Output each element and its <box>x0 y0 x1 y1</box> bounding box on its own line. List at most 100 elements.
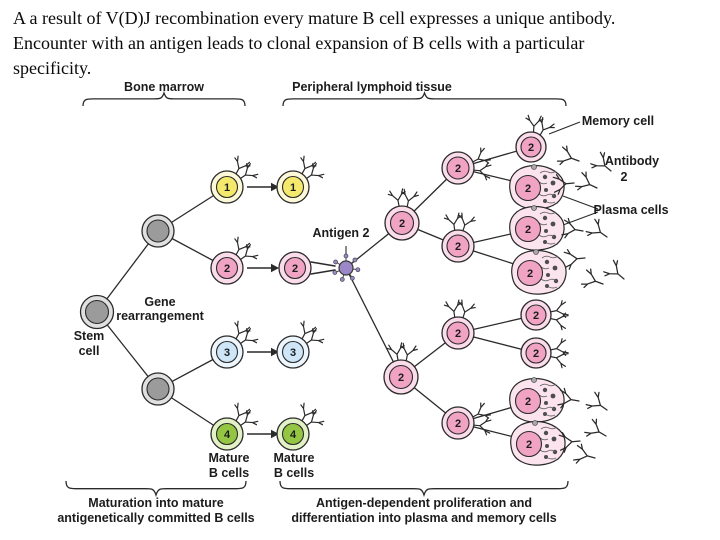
plasma-cells-label: Plasma cells <box>593 203 668 217</box>
cell-b3-immature: 3 <box>210 320 259 369</box>
granule-icon <box>543 240 547 244</box>
b-cell-receptor-icon <box>458 212 476 233</box>
antigen-spike-tip <box>339 277 345 282</box>
b-cell-receptor-icon <box>239 410 259 427</box>
cell-number: 3 <box>290 347 296 359</box>
cell-proliferating-3: 2 <box>441 299 476 350</box>
antibody-icon <box>584 418 607 437</box>
antigen-spike-tip <box>355 267 361 273</box>
plasma-nucleus <box>514 387 542 415</box>
cell-number: 2 <box>525 396 531 408</box>
cell-number: 4 <box>290 429 297 441</box>
er-squiggle-icon <box>539 170 557 174</box>
b-cell-receptor-icon <box>458 299 476 320</box>
er-squiggle-icon <box>547 457 557 460</box>
er-squiggle-icon <box>546 414 556 417</box>
antibody-icon <box>552 174 575 195</box>
stem-cell-label-line1: Stem <box>74 329 105 343</box>
antibody-icon <box>585 218 608 238</box>
cell-b4-immature: 4 <box>210 402 259 451</box>
cell-number: 4 <box>224 429 231 441</box>
cell-memory-cell-1: 2 <box>515 114 555 163</box>
granule-icon <box>543 412 547 416</box>
cell-number: 2 <box>224 263 230 275</box>
mature-b-cells-2-line2: B cells <box>274 466 314 480</box>
b-cell-receptor-icon <box>472 162 492 181</box>
cell-number: 2 <box>455 418 461 430</box>
b-cell-receptor-icon <box>549 338 569 356</box>
b-cell-receptor-icon <box>401 188 419 209</box>
granule-icon <box>545 284 549 288</box>
cell-b4-mature: 4 <box>276 402 325 451</box>
cell-inner <box>281 340 305 364</box>
er-squiggle-icon <box>546 242 556 245</box>
granule-icon <box>552 265 558 271</box>
b-cell-receptor-icon <box>386 342 405 362</box>
er-squiggle-icon <box>540 426 558 430</box>
antigen-spike-tip <box>343 253 349 259</box>
cell-b2-mature: 2 <box>278 251 312 285</box>
cell-proliferating-4: 2 <box>441 402 492 440</box>
b-cell-receptor-icon <box>400 342 418 363</box>
antigen-spike-tip <box>350 275 355 281</box>
cell-proliferating-2: 2 <box>441 212 476 263</box>
cell-b1-immature: 1 <box>210 155 259 204</box>
memory-cell-label: Memory cell <box>582 114 654 128</box>
b-cell-receptor-icon <box>239 328 259 345</box>
b-cell-receptor-icon <box>234 402 251 423</box>
granule-icon <box>550 180 556 186</box>
antibody-icon <box>590 151 612 172</box>
slide-text-line2: Encounter with an antigen leads to clona… <box>13 33 585 53</box>
er-squiggle-icon <box>539 383 557 387</box>
cell-inner <box>146 219 170 243</box>
cell-number: 2 <box>533 348 539 360</box>
granule-icon <box>544 259 550 265</box>
granule-icon <box>550 221 556 227</box>
bone-marrow-brace <box>82 90 246 107</box>
antigen-dependent-brace <box>279 480 569 498</box>
cell-inner <box>84 299 110 325</box>
cell-number: 2 <box>528 142 534 154</box>
cell-inner <box>446 411 470 435</box>
b-cell-receptor-icon <box>300 402 317 423</box>
granule-icon <box>545 444 549 448</box>
cell-inner <box>215 256 239 280</box>
antibody-icon <box>574 171 598 191</box>
granule-icon <box>531 377 537 383</box>
peripheral-lymphoid-label: Peripheral lymphoid tissue <box>292 80 452 94</box>
b-cell-receptor-icon <box>239 163 259 180</box>
granule-icon <box>546 273 550 277</box>
antibody-icon <box>580 268 604 289</box>
b-cell-receptor-icon <box>471 147 492 164</box>
b-cell-receptor-icon <box>234 320 251 341</box>
granule-icon <box>544 401 548 405</box>
plasma-nucleus <box>516 259 544 287</box>
antibody-icon <box>585 391 608 411</box>
mature-b-cells-1-line1: Mature <box>209 451 250 465</box>
granule-icon <box>531 164 537 170</box>
b-cell-receptor-icon <box>472 417 492 436</box>
plasma-nucleus <box>514 215 542 243</box>
b-cell-receptor-icon <box>305 163 325 180</box>
antigen-spike-tip <box>333 259 338 265</box>
antibody-icon <box>603 259 625 280</box>
cell-stem-cell <box>79 294 115 330</box>
cell-inner <box>446 321 470 345</box>
antibody-icon <box>563 249 586 270</box>
plasma-nucleus <box>514 174 542 202</box>
er-squiggle-icon <box>538 193 555 197</box>
cell-inner <box>446 234 470 258</box>
cell-b2-immature: 2 <box>210 236 259 285</box>
cell-b1-mature: 1 <box>276 155 325 204</box>
cell-progenitor-2 <box>141 372 175 406</box>
bone-marrow-label: Bone marrow <box>124 80 204 94</box>
b-cell-receptor-icon <box>234 155 251 176</box>
b-cell-receptor-icon <box>305 328 325 345</box>
er-squiggle-icon <box>538 406 555 410</box>
maturation-brace <box>65 480 247 498</box>
cell-inner <box>146 377 170 401</box>
b-cell-receptor-icon <box>471 402 492 419</box>
antibody-icon <box>572 443 596 464</box>
antibody-icon <box>556 145 580 166</box>
cell-plasma-cell-3: 2 <box>511 249 567 295</box>
